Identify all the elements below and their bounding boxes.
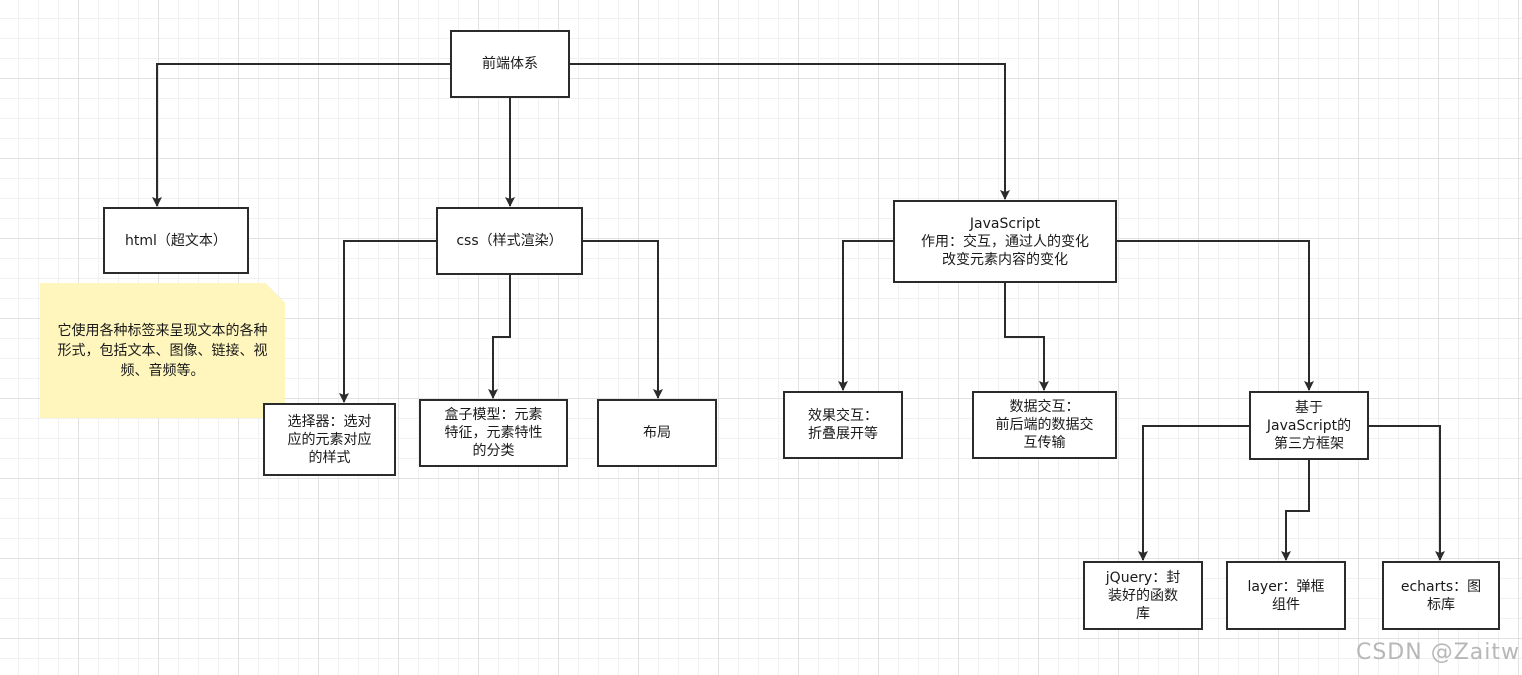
edge-css-to-selector (339, 240, 436, 403)
edge-js-to-data-exchange (1004, 283, 1049, 391)
html-node[interactable]: html（超文本） (103, 207, 249, 274)
box-model-node[interactable]: 盒子模型：元素 特征，元素特性 的分类 (419, 399, 568, 467)
edge-root-to-javascript (570, 63, 1010, 200)
javascript-node[interactable]: JavaScript 作用：交互，通过人的变化 改变元素内容的变化 (893, 200, 1117, 283)
jquery-node[interactable]: jQuery：封 装好的函数 库 (1083, 561, 1203, 630)
framework-node[interactable]: 基于 JavaScript的 第三方框架 (1249, 391, 1369, 460)
edge-root-to-html (152, 63, 450, 207)
edge-js-to-effect (838, 240, 893, 391)
layer-node[interactable]: layer：弹框 组件 (1226, 561, 1346, 630)
html-description-note[interactable]: 它使用各种标签来呈现文本的各种形式，包括文本、图像、链接、视频、音频等。 (40, 283, 285, 418)
csdn-watermark: CSDN @Zaitw (1355, 640, 1520, 665)
edge-frameworks-to-jquery (1138, 425, 1249, 561)
edge-frameworks-to-echarts (1369, 425, 1445, 561)
selector-node[interactable]: 选择器：选对 应的元素对应 的样式 (263, 403, 396, 476)
edge-css-to-layout (583, 240, 663, 399)
effect-interaction-node[interactable]: 效果交互： 折叠展开等 (783, 391, 903, 459)
css-node[interactable]: css（样式渲染） (436, 207, 583, 275)
echarts-node[interactable]: echarts：图 标库 (1382, 561, 1500, 630)
edge-js-to-frameworks (1117, 240, 1314, 391)
data-interaction-node[interactable]: 数据交互： 前后端的数据交 互传输 (972, 391, 1117, 459)
edge-css-to-box-model (488, 275, 511, 399)
edge-frameworks-to-layer (1281, 460, 1310, 561)
layout-node[interactable]: 布局 (597, 399, 717, 467)
root-node[interactable]: 前端体系 (450, 30, 570, 98)
